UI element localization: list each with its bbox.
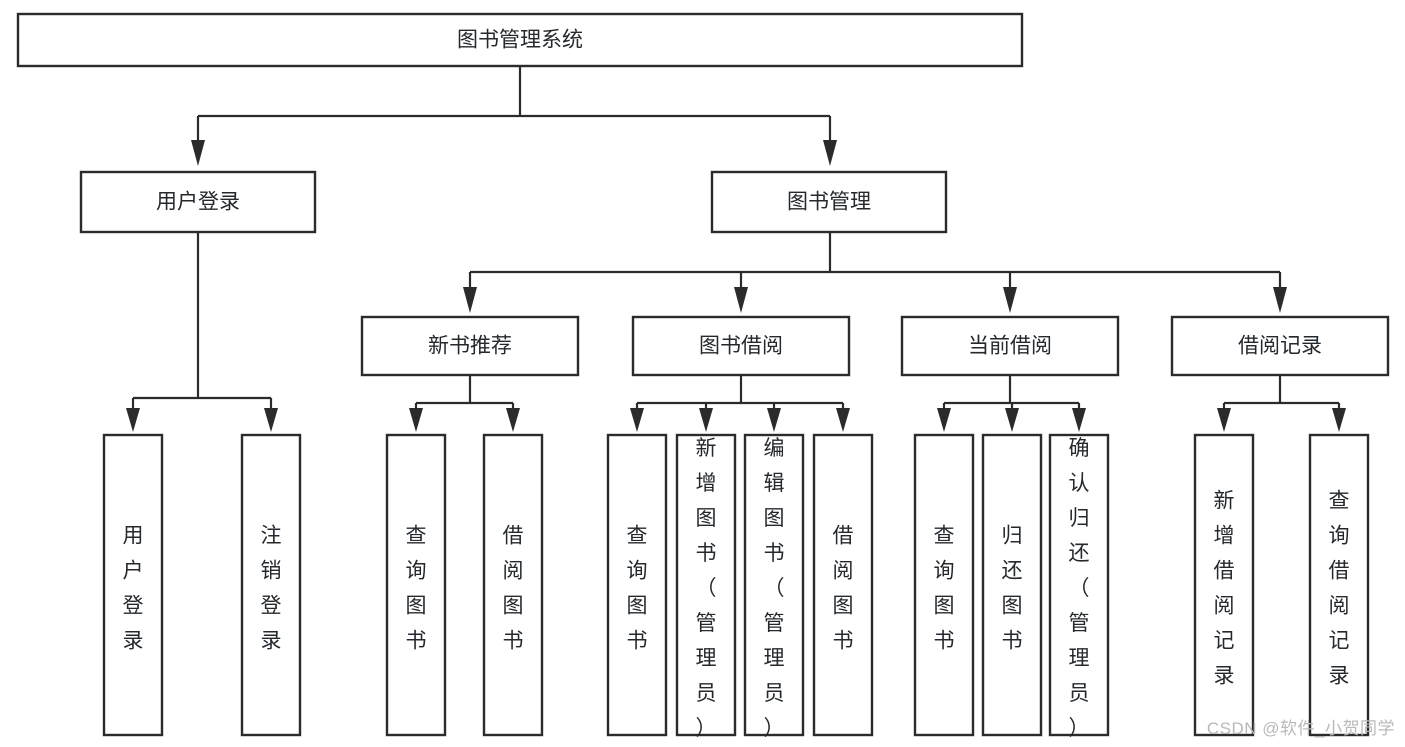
node-box-leaf-query-book-2[interactable] [606, 433, 668, 737]
node-leaf-confirm-return[interactable]: 确认归还（管理员） [1048, 433, 1110, 740]
node-current-borrow[interactable]: 当前借阅 [900, 315, 1120, 377]
node-label-leaf-edit-book: 编辑图书（管理员） [764, 437, 785, 740]
leaf-node-layer: 用户登录 注销登录 查询图书 借阅图书 查询图书 新增图书（管理员） 编辑图书（管理员） 借阅… [102, 433, 1370, 740]
node-new-book-rec[interactable]: 新书推荐 [360, 315, 580, 377]
node-leaf-user-login[interactable]: 用户登录 [102, 433, 164, 737]
node-leaf-query-record[interactable]: 查询借阅记录 [1308, 433, 1370, 737]
node-label-leaf-borrow-book-2: 借阅图书 [833, 524, 854, 652]
node-book-manage[interactable]: 图书管理 [710, 170, 948, 234]
arrow-head-leaf-return-book [1005, 408, 1019, 432]
arrow-head-new-book-rec [463, 287, 477, 313]
arrow-head-leaf-add-book [699, 408, 713, 432]
node-label-leaf-query-record: 查询借阅记录 [1329, 489, 1350, 687]
arrow-head-leaf-query-book-3 [937, 408, 951, 432]
node-box-leaf-borrow-book-1[interactable] [482, 433, 544, 737]
node-leaf-edit-book[interactable]: 编辑图书（管理员） [743, 433, 805, 740]
arrow-head-leaf-query-book-1 [409, 408, 423, 432]
node-box-new-book-rec[interactable] [360, 315, 580, 377]
node-leaf-query-book-1[interactable]: 查询图书 [385, 433, 447, 737]
node-leaf-query-book-3[interactable]: 查询图书 [913, 433, 975, 737]
node-label-leaf-add-book: 新增图书（管理员） [696, 437, 717, 740]
node-borrow-record[interactable]: 借阅记录 [1170, 315, 1390, 377]
node-leaf-logout[interactable]: 注销登录 [240, 433, 302, 737]
node-box-borrow-record[interactable] [1170, 315, 1390, 377]
node-box-leaf-logout[interactable] [240, 433, 302, 737]
node-leaf-return-book[interactable]: 归还图书 [981, 433, 1043, 737]
arrow-head-leaf-query-book-2 [630, 408, 644, 432]
node-label-leaf-add-record: 新增借阅记录 [1214, 489, 1235, 687]
node-box-leaf-query-book-3[interactable] [913, 433, 975, 737]
node-box-root[interactable] [16, 12, 1024, 68]
node-box-leaf-query-record[interactable] [1308, 433, 1370, 737]
node-label-book-manage: 图书管理 [787, 191, 871, 214]
arrow-head-current-borrow [1003, 287, 1017, 313]
node-label-leaf-user-login: 用户登录 [123, 524, 144, 652]
node-label-new-book-rec: 新书推荐 [428, 335, 512, 358]
node-book-management-system[interactable]: 图书管理系统 [16, 12, 1024, 68]
node-box-leaf-edit-book[interactable] [743, 433, 805, 737]
node-label-root: 图书管理系统 [457, 29, 583, 52]
node-leaf-query-book-2[interactable]: 查询图书 [606, 433, 668, 737]
node-user-login[interactable]: 用户登录 [79, 170, 317, 234]
arrow-head-leaf-logout [264, 408, 278, 432]
arrow-head-leaf-borrow-book-1 [506, 408, 520, 432]
node-label-leaf-borrow-book-1: 借阅图书 [503, 524, 524, 652]
connector-group-book-manage [463, 232, 1287, 313]
arrow-head-leaf-user-login [126, 408, 140, 432]
arrow-head-user-login [191, 140, 205, 166]
csdn-watermark: CSDN @软件_小贺同学 [1206, 719, 1395, 738]
node-label-leaf-query-book-3: 查询图书 [934, 524, 955, 652]
node-label-leaf-confirm-return: 确认归还（管理员） [1069, 437, 1090, 740]
arrow-head-book-borrow [734, 287, 748, 313]
arrow-head-borrow-record [1273, 287, 1287, 313]
node-box-book-borrow[interactable] [631, 315, 851, 377]
node-box-leaf-confirm-return[interactable] [1048, 433, 1110, 737]
connector-group-current-borrow [937, 375, 1086, 432]
node-leaf-borrow-book-1[interactable]: 借阅图书 [482, 433, 544, 737]
node-label-leaf-query-book-1: 查询图书 [406, 524, 427, 652]
arrow-head-leaf-add-record [1217, 408, 1231, 432]
connector-group-borrow-record [1217, 375, 1346, 432]
arrow-head-leaf-query-record [1332, 408, 1346, 432]
node-label-leaf-return-book: 归还图书 [1002, 524, 1023, 652]
node-label-current-borrow: 当前借阅 [968, 335, 1052, 358]
node-box-leaf-add-book[interactable] [675, 433, 737, 737]
node-box-book-manage[interactable] [710, 170, 948, 234]
arrow-head-leaf-confirm-return [1072, 408, 1086, 432]
node-box-leaf-query-book-1[interactable] [385, 433, 447, 737]
node-label-leaf-logout: 注销登录 [261, 524, 282, 652]
node-box-leaf-return-book[interactable] [981, 433, 1043, 737]
node-box-leaf-add-record[interactable] [1193, 433, 1255, 737]
arrow-head-leaf-borrow-book-2 [836, 408, 850, 432]
connector-group-book-borrow [630, 375, 850, 432]
node-label-borrow-record: 借阅记录 [1238, 335, 1322, 358]
arrow-head-leaf-edit-book [767, 408, 781, 432]
node-box-user-login[interactable] [79, 170, 317, 234]
node-box-leaf-user-login[interactable] [102, 433, 164, 737]
node-leaf-add-book[interactable]: 新增图书（管理员） [675, 433, 737, 740]
node-box-current-borrow[interactable] [900, 315, 1120, 377]
connector-group-user-login [126, 232, 278, 432]
node-label-user-login: 用户登录 [156, 191, 240, 214]
node-leaf-add-record[interactable]: 新增借阅记录 [1193, 433, 1255, 737]
node-label-leaf-query-book-2: 查询图书 [627, 524, 648, 652]
node-box-leaf-borrow-book-2[interactable] [812, 433, 874, 737]
arrow-head-book-manage [823, 140, 837, 166]
connector-group-root [191, 66, 837, 166]
node-book-borrow[interactable]: 图书借阅 [631, 315, 851, 377]
connector-group-new-book-rec [409, 375, 520, 432]
node-leaf-borrow-book-2[interactable]: 借阅图书 [812, 433, 874, 737]
node-label-book-borrow: 图书借阅 [699, 335, 783, 358]
